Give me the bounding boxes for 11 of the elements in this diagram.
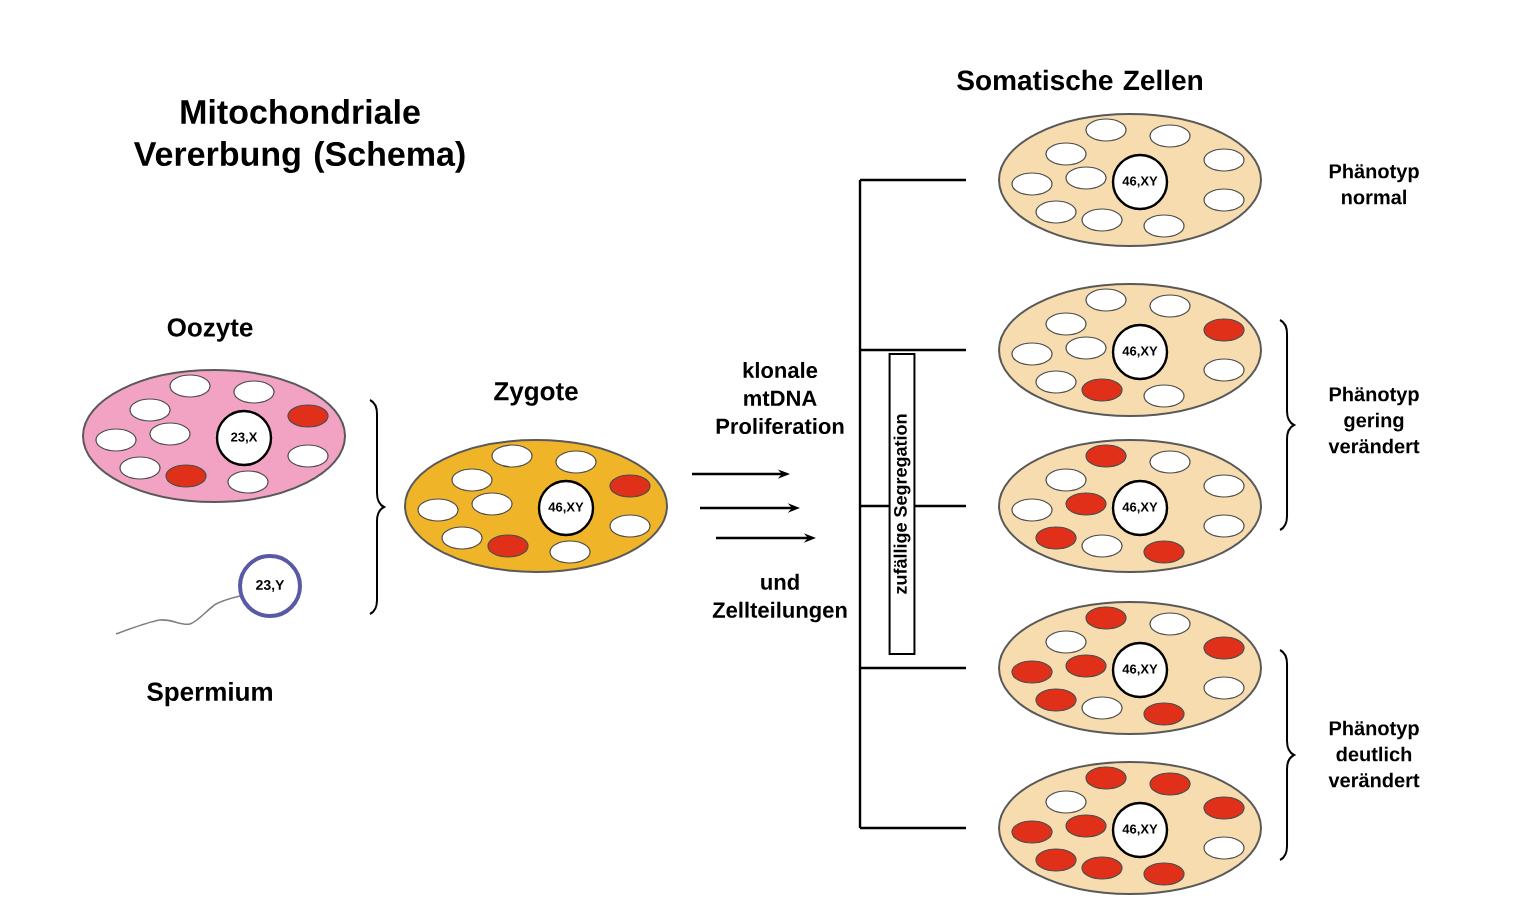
text-label: Phänotyp gering verändert [1328, 386, 1420, 454]
title: Mitochondriale Vererbung (Schema) [133, 99, 465, 173]
cell-heading: Oozyte [167, 318, 253, 342]
segregation-box: zufällige Segregation [888, 353, 916, 655]
text-label: und Zellteilungen [712, 573, 847, 623]
text-label: Somatische Zellen [957, 69, 1202, 91]
text-label: klonale mtDNA Proliferation [716, 361, 844, 435]
text-label: Phänotyp deutlich verändert [1328, 720, 1420, 788]
cell-heading: Spermium [147, 681, 272, 707]
cell-heading: Zygote [494, 382, 578, 406]
text-label: Phänotyp normal [1329, 163, 1419, 205]
